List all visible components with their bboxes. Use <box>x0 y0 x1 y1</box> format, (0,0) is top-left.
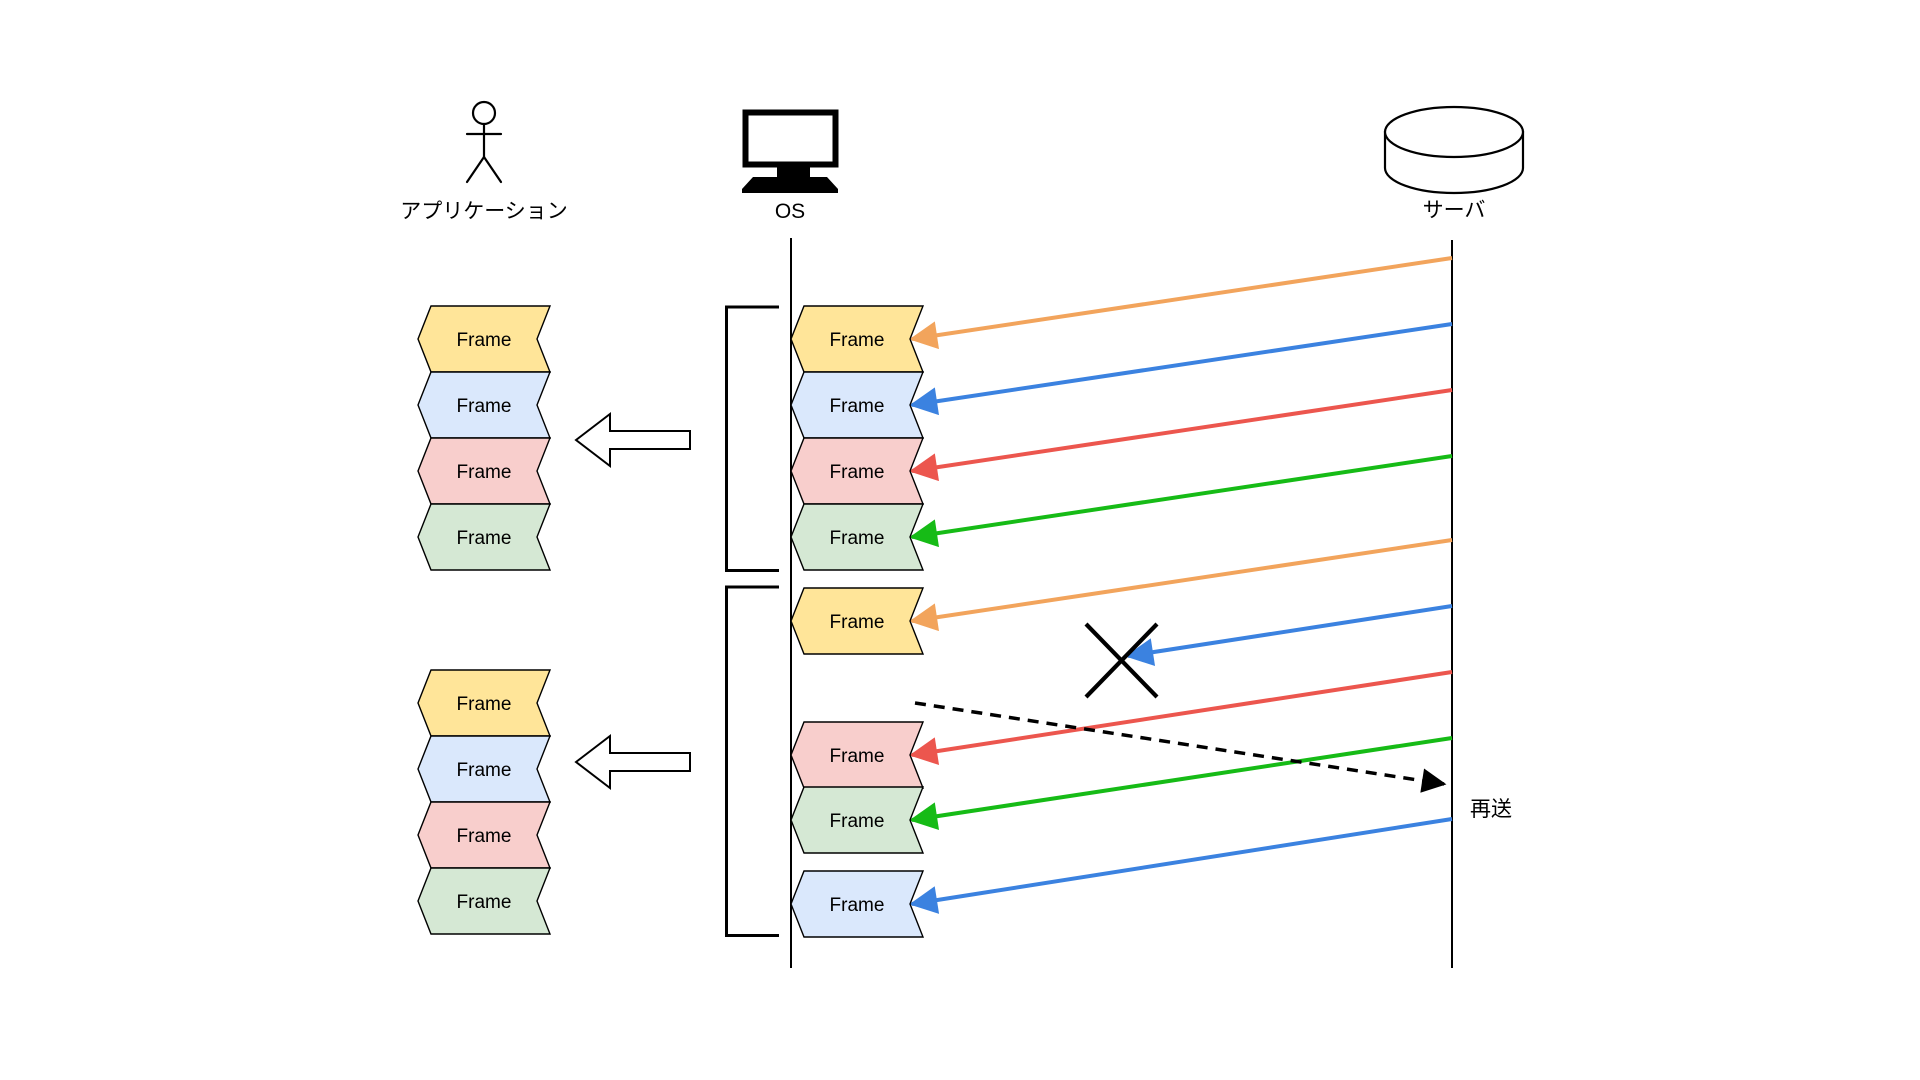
frame: Frame <box>417 305 552 373</box>
message-arrow <box>909 454 1453 548</box>
frame-shape <box>790 870 925 938</box>
message-arrow <box>909 670 1453 766</box>
frame-label: Frame <box>457 330 512 351</box>
message-arrow <box>909 817 1453 914</box>
frame-label: Frame <box>457 462 512 483</box>
frame: Frame <box>790 437 925 505</box>
message-arrow <box>909 538 1453 632</box>
frame: Frame <box>790 371 925 439</box>
frame: Frame <box>417 503 552 571</box>
frame: Frame <box>790 786 925 854</box>
database-icon <box>1383 105 1525 195</box>
server-label: サーバ <box>1423 199 1486 222</box>
frame: Frame <box>417 371 552 439</box>
message-arrow <box>909 388 1453 482</box>
frame-label: Frame <box>830 612 885 633</box>
message-arrow <box>909 256 1453 350</box>
frame-label: Frame <box>830 895 885 916</box>
group-bracket-1 <box>725 305 779 572</box>
retransmit-arrow <box>914 701 1447 793</box>
frame: Frame <box>417 437 552 505</box>
frame-label: Frame <box>457 396 512 417</box>
frame-label: Frame <box>830 462 885 483</box>
frame: Frame <box>790 305 925 373</box>
frame-shape <box>417 867 552 935</box>
os-label: OS <box>775 200 805 223</box>
deliver-arrow-2 <box>574 733 691 791</box>
frame-label: Frame <box>830 396 885 417</box>
frame-label: Frame <box>830 528 885 549</box>
frame-shape <box>417 503 552 571</box>
frame-label: Frame <box>457 694 512 715</box>
group-bracket-2 <box>725 585 779 937</box>
frame-label: Frame <box>830 330 885 351</box>
frame-shape <box>790 786 925 854</box>
frame-label: Frame <box>457 826 512 847</box>
frame-label: Frame <box>830 811 885 832</box>
frame-label: Frame <box>457 760 512 781</box>
deliver-arrow-1 <box>574 411 691 469</box>
lost-packet-x-icon <box>1084 622 1159 699</box>
frame-shape <box>790 503 925 571</box>
frame: Frame <box>790 721 925 789</box>
frame: Frame <box>790 587 925 655</box>
person-icon <box>465 100 503 184</box>
frame: Frame <box>417 801 552 869</box>
computer-icon <box>742 109 839 193</box>
frame-label: Frame <box>830 746 885 767</box>
message-arrow-lost <box>1125 604 1453 666</box>
frame-label: Frame <box>457 892 512 913</box>
frame: Frame <box>417 867 552 935</box>
frame: Frame <box>790 870 925 938</box>
frames: FrameFrameFrameFrameFrameFrameFrameFrame… <box>417 305 925 938</box>
message-arrow <box>909 322 1453 416</box>
frame: Frame <box>790 503 925 571</box>
frame: Frame <box>417 669 552 737</box>
frame-label: Frame <box>457 528 512 549</box>
message-arrows <box>909 256 1453 914</box>
frame-shape <box>790 587 925 655</box>
message-arrow <box>909 736 1453 831</box>
retransmit-label: 再送 <box>1470 798 1512 821</box>
application-label: アプリケーション <box>400 200 568 223</box>
frame: Frame <box>417 735 552 803</box>
